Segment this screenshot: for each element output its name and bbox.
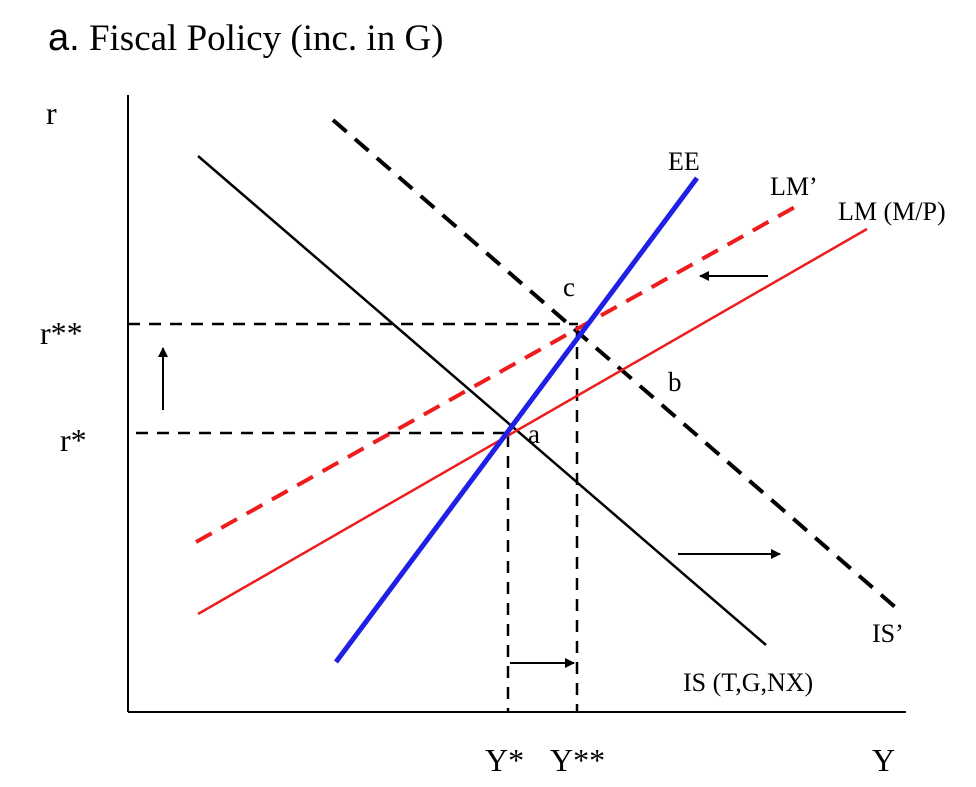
is-shifted-label: IS’ <box>872 619 904 648</box>
y-low-label: Y* <box>485 742 524 778</box>
ee-curve <box>333 176 700 664</box>
lm-shifted-label: LM’ <box>770 172 818 201</box>
y-axis-label: r <box>46 95 57 131</box>
lm-shifted-curve <box>195 205 796 544</box>
lm-curve <box>197 227 868 616</box>
r-high-label: r** <box>40 315 83 351</box>
point-b-label: b <box>668 367 682 397</box>
r-low-label: r* <box>60 422 87 458</box>
title-text: Fiscal Policy (inc. in G) <box>88 18 444 59</box>
is-shifted-curve <box>331 118 904 615</box>
ee-label: EE <box>668 147 700 176</box>
point-a-label: a <box>528 419 540 449</box>
is-curve <box>197 155 767 646</box>
x-axis-label: Y <box>872 742 895 778</box>
is-label: IS (T,G,NX) <box>683 668 813 697</box>
y-high-label: Y** <box>550 742 605 778</box>
title-letter: a. <box>48 17 80 59</box>
diagram-title: a. Fiscal Policy (inc. in G) <box>48 17 444 60</box>
lm-label: LM (M/P) <box>838 197 946 226</box>
point-c-label: c <box>563 272 575 302</box>
